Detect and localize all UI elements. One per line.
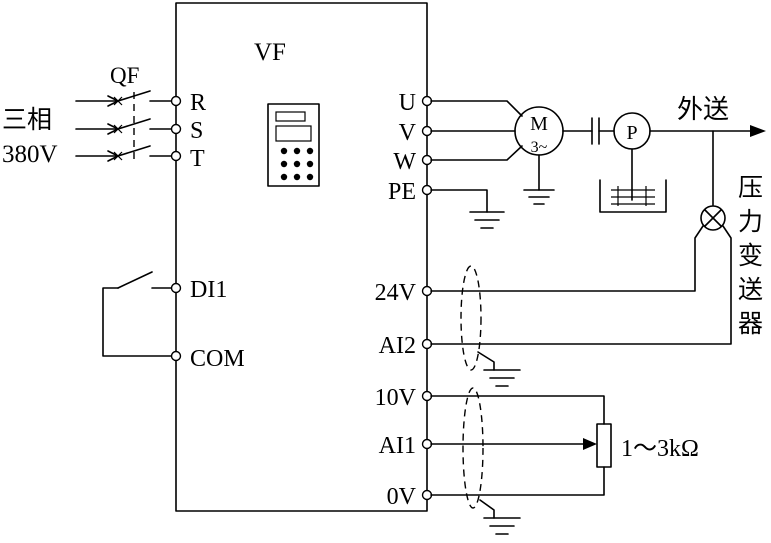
transmitter-char-5: 器 bbox=[738, 311, 763, 338]
vfd-title: VF bbox=[254, 39, 286, 66]
water-tank bbox=[599, 179, 667, 213]
transmitter-char-2: 力 bbox=[738, 208, 763, 236]
terminal-0v-label: 0V bbox=[387, 484, 417, 510]
transmitter-symbol bbox=[700, 205, 726, 231]
terminal-v bbox=[421, 125, 433, 137]
vfd-enclosure bbox=[175, 2, 428, 512]
shielded-cable-1 bbox=[460, 265, 521, 387]
terminal-t bbox=[170, 150, 182, 162]
motor-letter: M bbox=[530, 113, 548, 135]
terminal-com bbox=[170, 350, 182, 362]
outlet-label: 外送 bbox=[677, 95, 729, 124]
breaker-qf bbox=[113, 90, 177, 161]
terminal-ai1 bbox=[421, 438, 433, 450]
motor-phase: 3~ bbox=[531, 139, 548, 156]
run-switch bbox=[102, 271, 172, 357]
pe-ground bbox=[430, 189, 505, 229]
terminal-s-label: S bbox=[190, 118, 203, 144]
supply-phase-label: 三相 bbox=[2, 106, 52, 134]
terminal-r bbox=[170, 95, 182, 107]
pump-letter: P bbox=[626, 122, 637, 144]
vfd-unit: VF bbox=[175, 2, 428, 512]
terminal-pe-label: PE bbox=[388, 179, 416, 205]
terminal-s bbox=[170, 123, 182, 135]
motor-circuit: M 3~ bbox=[430, 100, 615, 205]
terminal-10v bbox=[421, 390, 433, 402]
terminal-u bbox=[421, 95, 433, 107]
terminal-r-label: R bbox=[190, 90, 206, 116]
pump: P 外送 bbox=[599, 95, 766, 213]
transmitter-char-1: 压 bbox=[738, 175, 763, 202]
potentiometer-label: 1～3kΩ bbox=[621, 436, 699, 462]
transmitter-char-3: 变 bbox=[738, 242, 763, 270]
terminal-0v bbox=[421, 489, 433, 501]
potentiometer-circuit: 1～3kΩ bbox=[430, 395, 699, 496]
terminal-com-label: COM bbox=[190, 346, 245, 372]
breaker-label: QF bbox=[110, 63, 139, 88]
terminal-10v-label: 10V bbox=[375, 385, 417, 411]
terminal-w bbox=[421, 154, 433, 166]
terminal-ai2-label: AI2 bbox=[379, 333, 416, 359]
terminal-t-label: T bbox=[190, 146, 205, 172]
terminal-v-label: V bbox=[399, 120, 417, 146]
left-terminals: R S T DI1 COM bbox=[170, 90, 245, 372]
terminal-di1 bbox=[170, 282, 182, 294]
wiper-arrow-icon bbox=[583, 438, 597, 450]
keypad-icon bbox=[267, 103, 320, 187]
terminal-w-label: W bbox=[393, 149, 416, 175]
right-terminals: U V W PE 24V AI2 10V AI1 0V bbox=[375, 90, 433, 510]
terminal-ai1-label: AI1 bbox=[379, 433, 416, 459]
shielded-cable-2 bbox=[462, 387, 521, 535]
terminal-u-label: U bbox=[399, 90, 416, 116]
pressure-transmitter: 压 力 变 送 器 bbox=[430, 130, 763, 345]
terminal-di1-label: DI1 bbox=[190, 277, 227, 303]
terminal-ai2 bbox=[421, 338, 433, 350]
potentiometer-symbol bbox=[596, 423, 612, 468]
terminal-24v bbox=[421, 285, 433, 297]
power-supply: 三相 380V QF bbox=[2, 63, 177, 168]
terminal-pe bbox=[421, 184, 433, 196]
transmitter-char-4: 送 bbox=[738, 276, 763, 304]
terminal-24v-label: 24V bbox=[375, 280, 417, 306]
supply-voltage-label: 380V bbox=[2, 141, 58, 168]
outlet-arrow-icon bbox=[750, 125, 766, 137]
